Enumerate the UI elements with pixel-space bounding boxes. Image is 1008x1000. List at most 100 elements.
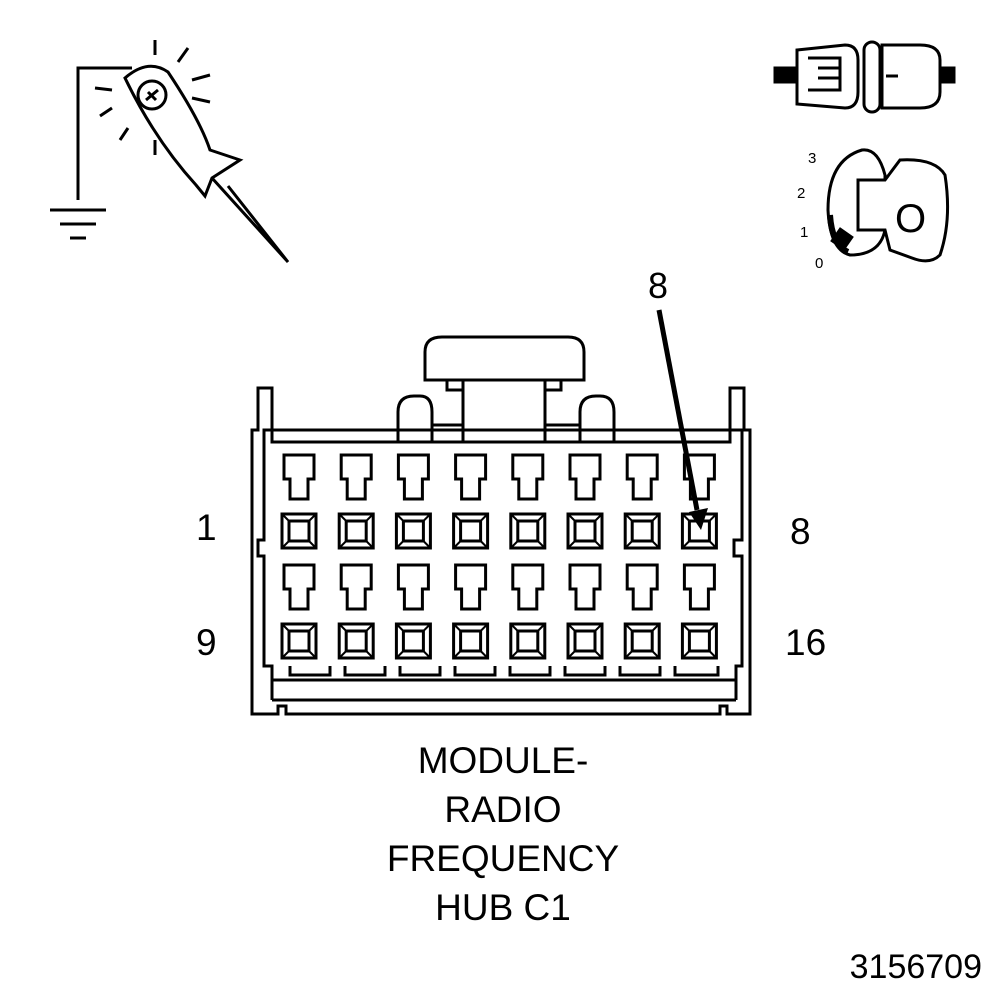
cavity-latch-12 [454,563,488,611]
cavity-terminal-1 [287,519,311,543]
cavity-latch-7 [625,453,659,501]
cavity-bevel [338,623,347,632]
cavity-bevel [594,540,603,549]
cavity-bevel [338,650,347,659]
cavity-bevel [422,623,432,632]
cavity-bevel [510,540,519,549]
cavity-bevel [708,540,718,549]
figure-id: 3156709 [850,948,982,986]
ignition-key-icon: O [826,148,950,263]
cavity-terminal-4 [459,519,483,543]
cavity-bevel [422,540,432,549]
cavity-bevel [567,540,576,549]
cavity-bevel [681,650,691,659]
cavity-terminal-9 [287,629,311,653]
cavity-bevel [281,650,290,659]
cavity-bevel [510,513,519,522]
cavity-terminal-7 [630,519,654,543]
cavity-bevel [281,540,290,549]
cavity-terminal-11 [401,629,425,653]
cavity-terminal-13 [516,629,540,653]
callout-pin-number: 8 [648,265,668,306]
cavity-bevel [365,650,374,659]
cavity-bevel [537,650,546,659]
connector-housing [250,335,752,716]
cavity-terminal-5 [516,519,540,543]
cavity-terminal-3 [401,519,425,543]
cavity-latch-14 [568,563,602,611]
key-position-label: O [895,197,926,241]
cavity-bevel [395,513,405,522]
connector-title-line-2: RADIO [444,789,561,830]
cavity-bevel [594,513,603,522]
cavity-bevel [708,623,718,632]
callout-arrow [656,309,708,530]
cavity-bevel [567,650,576,659]
cavity-terminal-14 [573,629,597,653]
cavity-bevel [395,623,405,632]
cavity-terminal-10 [344,629,368,653]
cavity-terminal-6 [573,519,597,543]
cavity-bevel [281,513,290,522]
pin-label-9: 9 [196,622,217,663]
cavity-bevel [708,513,718,522]
cavity-bevel [365,623,374,632]
cavity-bevel [452,540,462,549]
connector-title-line-1: MODULE- [418,740,589,781]
cavity-terminal-2 [344,519,368,543]
connector-disconnected-icon [773,40,956,114]
cavity-bevel [452,650,462,659]
cavity-bevel [338,540,347,549]
cavity-latch-3 [396,453,430,501]
cavity-bevel [308,623,317,632]
cavity-bevel [651,650,660,659]
cavity-bevel [395,650,405,659]
cavity-bevel [510,623,519,632]
cavity-bevel [567,513,576,522]
cavity-bevel [479,513,489,522]
connector-cavities [280,453,718,660]
cavity-bevel [537,513,546,522]
cavity-bevel [681,623,691,632]
cavity-bevel [479,540,489,549]
cavity-terminal-12 [459,629,483,653]
connector-title-line-3: FREQUENCY [387,838,619,879]
cavity-bevel [281,623,290,632]
test-light-probe-icon [50,40,290,264]
cavity-bevel [681,540,691,549]
cavity-latch-11 [396,563,430,611]
cavity-bevel [624,540,633,549]
cavity-bevel [708,650,718,659]
cavity-bevel [651,623,660,632]
cavity-bevel [452,513,462,522]
cavity-latch-9 [282,563,316,611]
cavity-bevel [395,540,405,549]
cavity-bevel [422,650,432,659]
cavity-latch-4 [454,453,488,501]
cavity-bevel [510,650,519,659]
ignition-position-0: 0 [815,255,823,272]
cavity-latch-10 [339,563,373,611]
cavity-bevel [308,650,317,659]
cavity-bevel [651,513,660,522]
cavity-bevel [365,540,374,549]
cavity-bevel [308,513,317,522]
cavity-latch-16 [682,563,716,611]
cavity-latch-15 [625,563,659,611]
cavity-latch-13 [511,563,545,611]
cavity-bevel [479,650,489,659]
cavity-bevel [681,513,691,522]
cavity-bevel [651,540,660,549]
cavity-bevel [624,623,633,632]
pin-label-8: 8 [790,511,811,552]
cavity-bevel [537,623,546,632]
pin-label-1: 1 [196,507,217,548]
cavity-bevel [422,513,432,522]
cavity-bevel [452,623,462,632]
connector-title-line-4: HUB C1 [435,887,571,928]
cavity-terminal-15 [630,629,654,653]
cavity-bevel [624,650,633,659]
cavity-bevel [365,513,374,522]
